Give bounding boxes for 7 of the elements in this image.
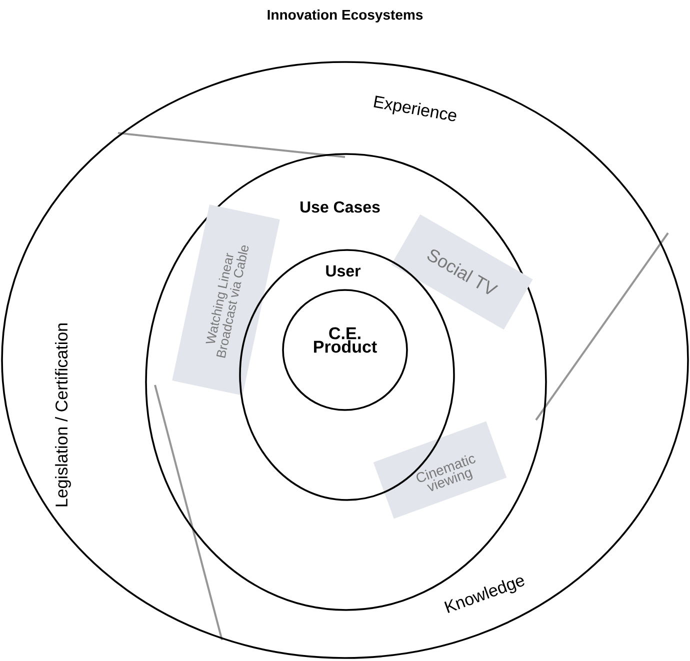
ring-label: Experience xyxy=(374,96,456,122)
box-label: Watching Linear Broadcast via Cable xyxy=(206,245,248,358)
ring-label: Use Cases xyxy=(300,201,380,213)
ring-label: User xyxy=(326,265,361,277)
ring-label: Legislation / Certification xyxy=(55,324,71,506)
ring-label: C.E. Product xyxy=(314,327,377,353)
title: Innovation Ecosystems xyxy=(268,9,423,23)
